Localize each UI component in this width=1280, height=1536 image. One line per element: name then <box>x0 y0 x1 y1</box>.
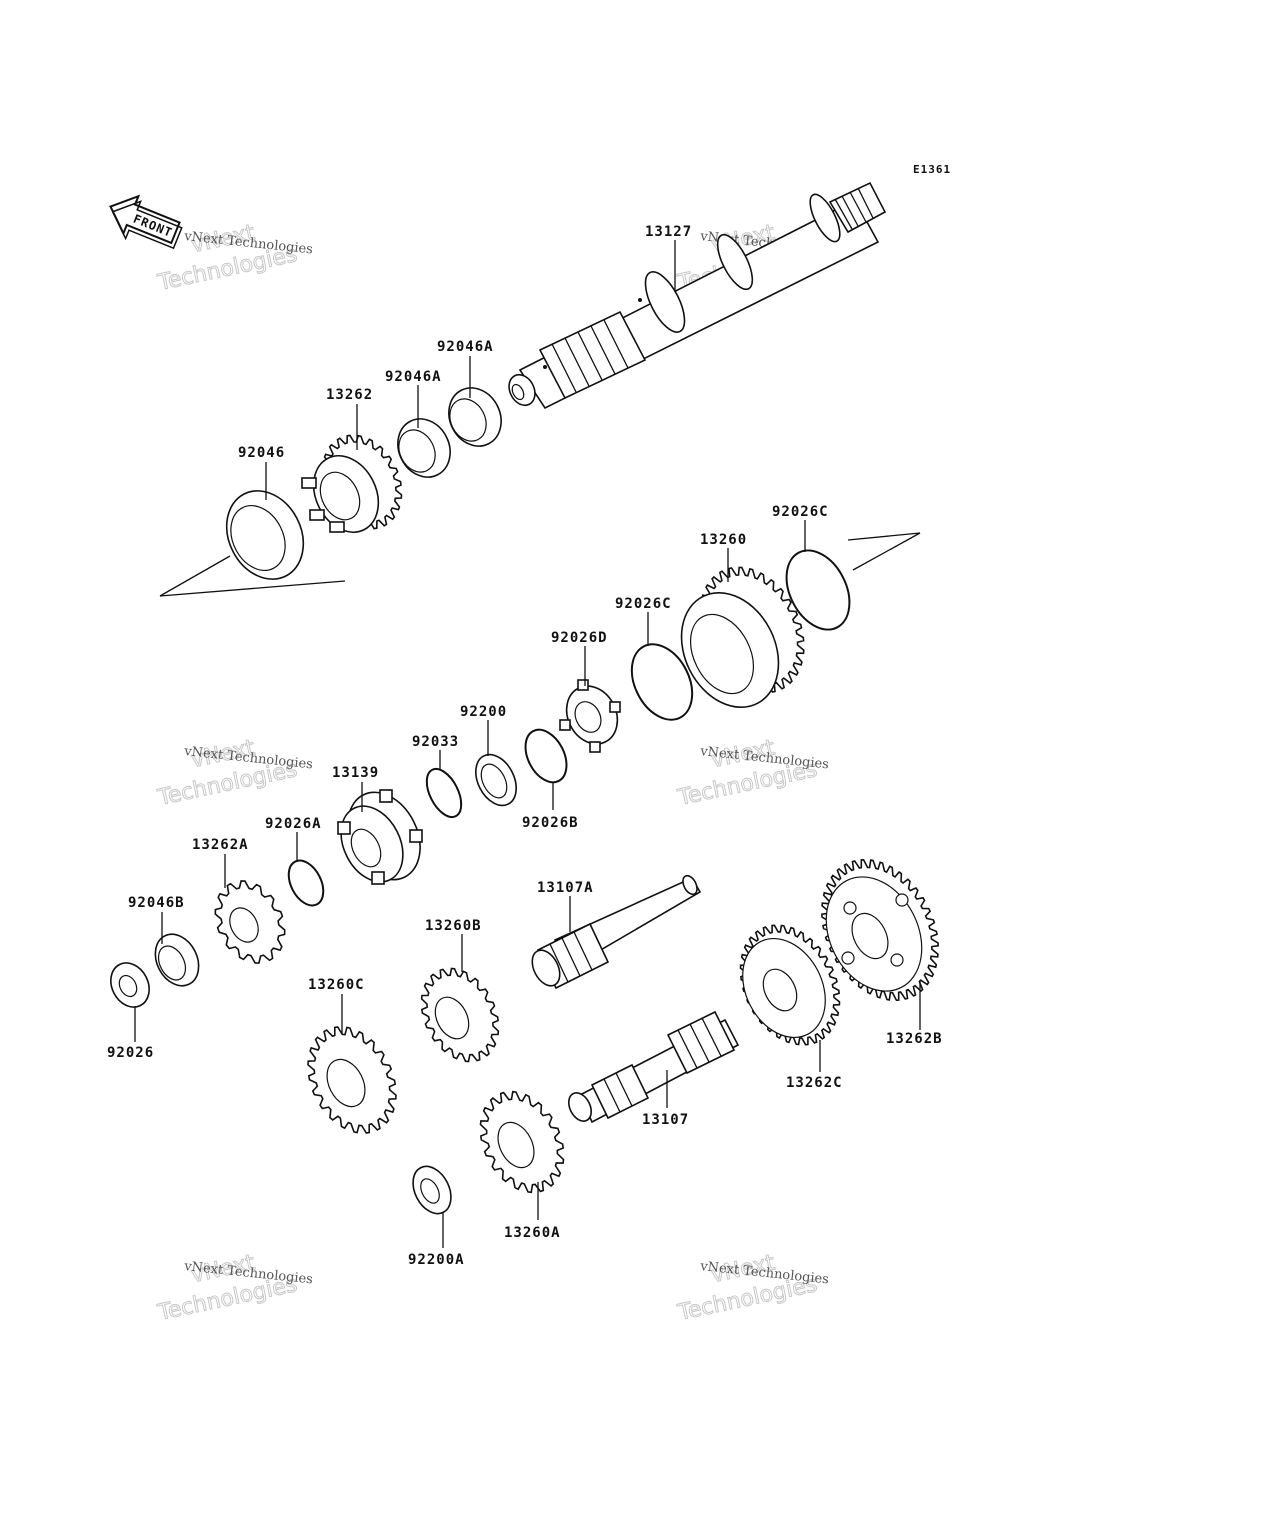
label-13260: 13260 <box>700 532 747 548</box>
axis-line-left <box>159 555 231 597</box>
front-arrow-icon: FRONT <box>109 194 183 250</box>
gear-13260B <box>420 967 500 1063</box>
needle-bearing-92046B <box>154 933 200 987</box>
label-13260B: 13260B <box>425 918 482 934</box>
leader-lines <box>134 240 921 1248</box>
label-92026: 92026 <box>107 1045 154 1061</box>
needle-bearing-92046 <box>225 490 305 580</box>
washer-92200A <box>412 1165 452 1215</box>
label-92046A-top: 92046A <box>437 339 494 355</box>
label-13139: 13139 <box>332 765 379 781</box>
label-13107A: 13107A <box>537 880 594 896</box>
diagram-code: E1361 <box>913 163 951 176</box>
label-92046: 92046 <box>238 445 285 461</box>
label-13107: 13107 <box>642 1112 689 1128</box>
gear-13262 <box>301 434 403 533</box>
label-92026C: 92026C <box>615 596 672 612</box>
washer-92026A <box>287 859 325 907</box>
label-92026C-right: 92026C <box>772 504 829 520</box>
washer-92026D <box>559 679 621 753</box>
shaft-13107A <box>531 874 702 990</box>
label-92200A: 92200A <box>408 1252 465 1268</box>
washer-92200 <box>475 753 517 807</box>
label-13262: 13262 <box>326 387 373 403</box>
label-13262C: 13262C <box>786 1075 843 1091</box>
label-13262B: 13262B <box>886 1031 943 1047</box>
ring-92026C <box>630 643 694 721</box>
gear-13260C <box>307 1026 397 1134</box>
label-92033: 92033 <box>412 734 459 750</box>
label-13262A: 13262A <box>192 837 249 853</box>
needle-bearing-92046A-lower <box>397 418 451 478</box>
axis-line-right <box>852 532 921 571</box>
shift-dog-13139 <box>337 789 423 885</box>
ring-92026C-right <box>785 549 851 631</box>
washer-92026B <box>524 728 568 784</box>
label-13260A: 13260A <box>504 1225 561 1241</box>
label-13260C: 13260C <box>308 977 365 993</box>
label-92026A: 92026A <box>265 816 322 832</box>
label-92046B: 92046B <box>128 895 185 911</box>
label-92026D: 92026D <box>551 630 608 646</box>
label-92046A: 92046A <box>385 369 442 385</box>
gear-13260A <box>479 1090 565 1194</box>
axis-line-right-base <box>847 532 921 541</box>
gear-13262A <box>214 880 286 964</box>
shaft-13107 <box>567 1010 740 1124</box>
gear-13262C <box>739 924 841 1046</box>
output-shaft-13127 <box>508 181 887 410</box>
axis-line-left-base <box>159 580 346 597</box>
circlip-92033 <box>425 767 463 819</box>
label-13127: 13127 <box>645 224 692 240</box>
gear-13262B <box>821 858 939 1002</box>
part-labels: 13127 92046A 92046A 13262 92046 92026C 1… <box>107 224 943 1268</box>
gear-13260 <box>680 566 805 709</box>
label-92026B: 92026B <box>522 815 579 831</box>
washer-92026 <box>110 962 150 1008</box>
label-92200: 92200 <box>460 704 507 720</box>
needle-bearing-92046A-upper <box>448 387 502 447</box>
